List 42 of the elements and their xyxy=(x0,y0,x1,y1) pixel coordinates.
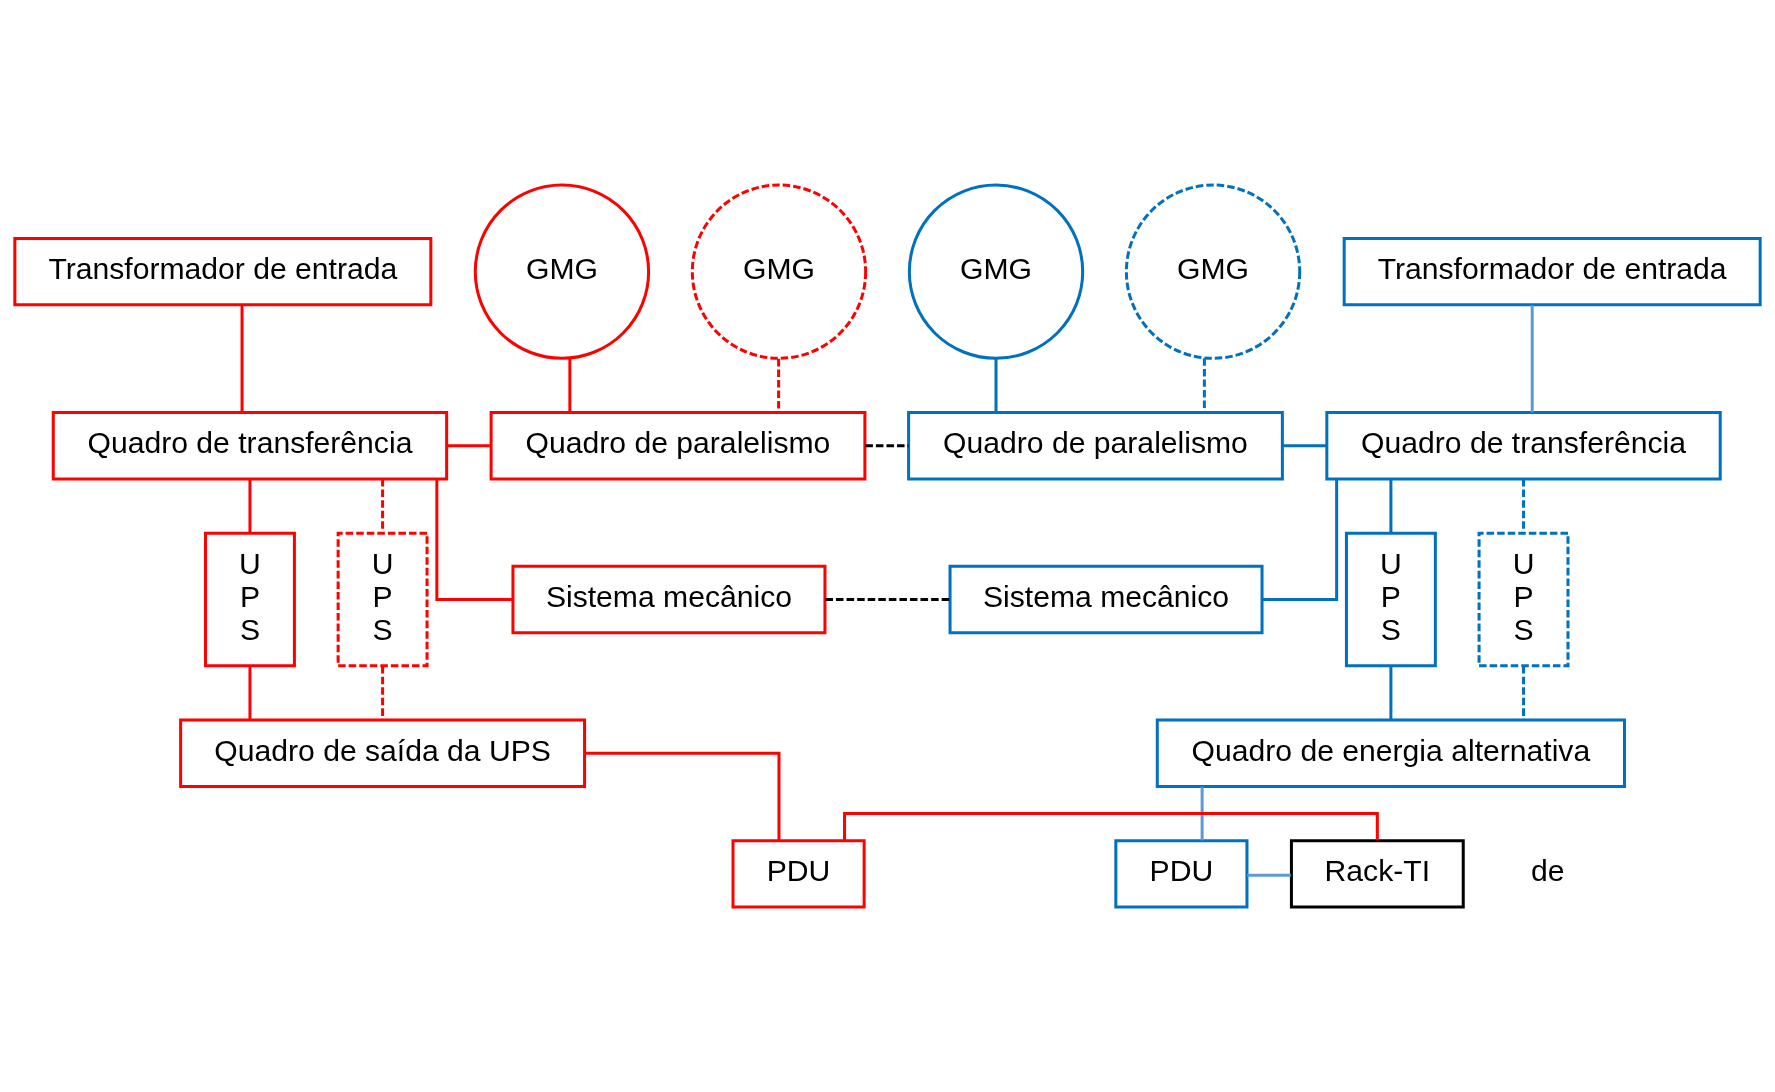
node-box: Transformador de entrada xyxy=(1342,237,1762,307)
connector xyxy=(584,751,781,841)
node-box: Quadro de paralelismo xyxy=(489,411,867,481)
connector xyxy=(1522,666,1526,720)
node-box: Quadro de transferência xyxy=(1325,411,1722,481)
node-box: Quadro de transferência xyxy=(51,411,449,481)
connector xyxy=(1389,666,1393,720)
node-box: Quadro de paralelismo xyxy=(907,411,1284,481)
node-box: U P S xyxy=(1477,531,1570,668)
node-box: PDU xyxy=(731,839,866,909)
node-box: Sistema mecânico xyxy=(511,564,827,635)
node-circle: GMG xyxy=(907,183,1085,360)
connector xyxy=(1262,479,1339,601)
node-circle: GMG xyxy=(473,183,651,360)
connector xyxy=(447,444,491,448)
connector xyxy=(1389,479,1393,533)
node-box: Sistema mecânico xyxy=(948,564,1264,635)
connector xyxy=(248,666,252,720)
node-box: Rack-TI xyxy=(1289,839,1465,909)
connector xyxy=(1247,873,1291,877)
node-circle: GMG xyxy=(1124,183,1302,360)
connector xyxy=(1522,479,1526,533)
connector xyxy=(568,358,572,413)
node-circle: GMG xyxy=(690,183,868,360)
connector xyxy=(994,358,998,413)
node-box: U P S xyxy=(1344,531,1437,668)
node-box: U P S xyxy=(336,531,429,668)
connector xyxy=(1200,786,1204,841)
connector xyxy=(240,305,244,413)
connector xyxy=(825,598,950,601)
label: de xyxy=(1530,854,1565,888)
connector xyxy=(381,479,385,533)
node-box: PDU xyxy=(1114,839,1249,909)
connector xyxy=(381,666,385,720)
connector xyxy=(435,479,513,601)
node-box: Quadro de energia alternativa xyxy=(1155,718,1626,788)
connector xyxy=(1282,444,1327,448)
node-box: Quadro de saída da UPS xyxy=(179,718,587,788)
connector xyxy=(1530,305,1534,413)
node-box: Transformador de entrada xyxy=(13,237,433,307)
connector xyxy=(248,479,252,533)
node-box: U P S xyxy=(204,531,296,668)
